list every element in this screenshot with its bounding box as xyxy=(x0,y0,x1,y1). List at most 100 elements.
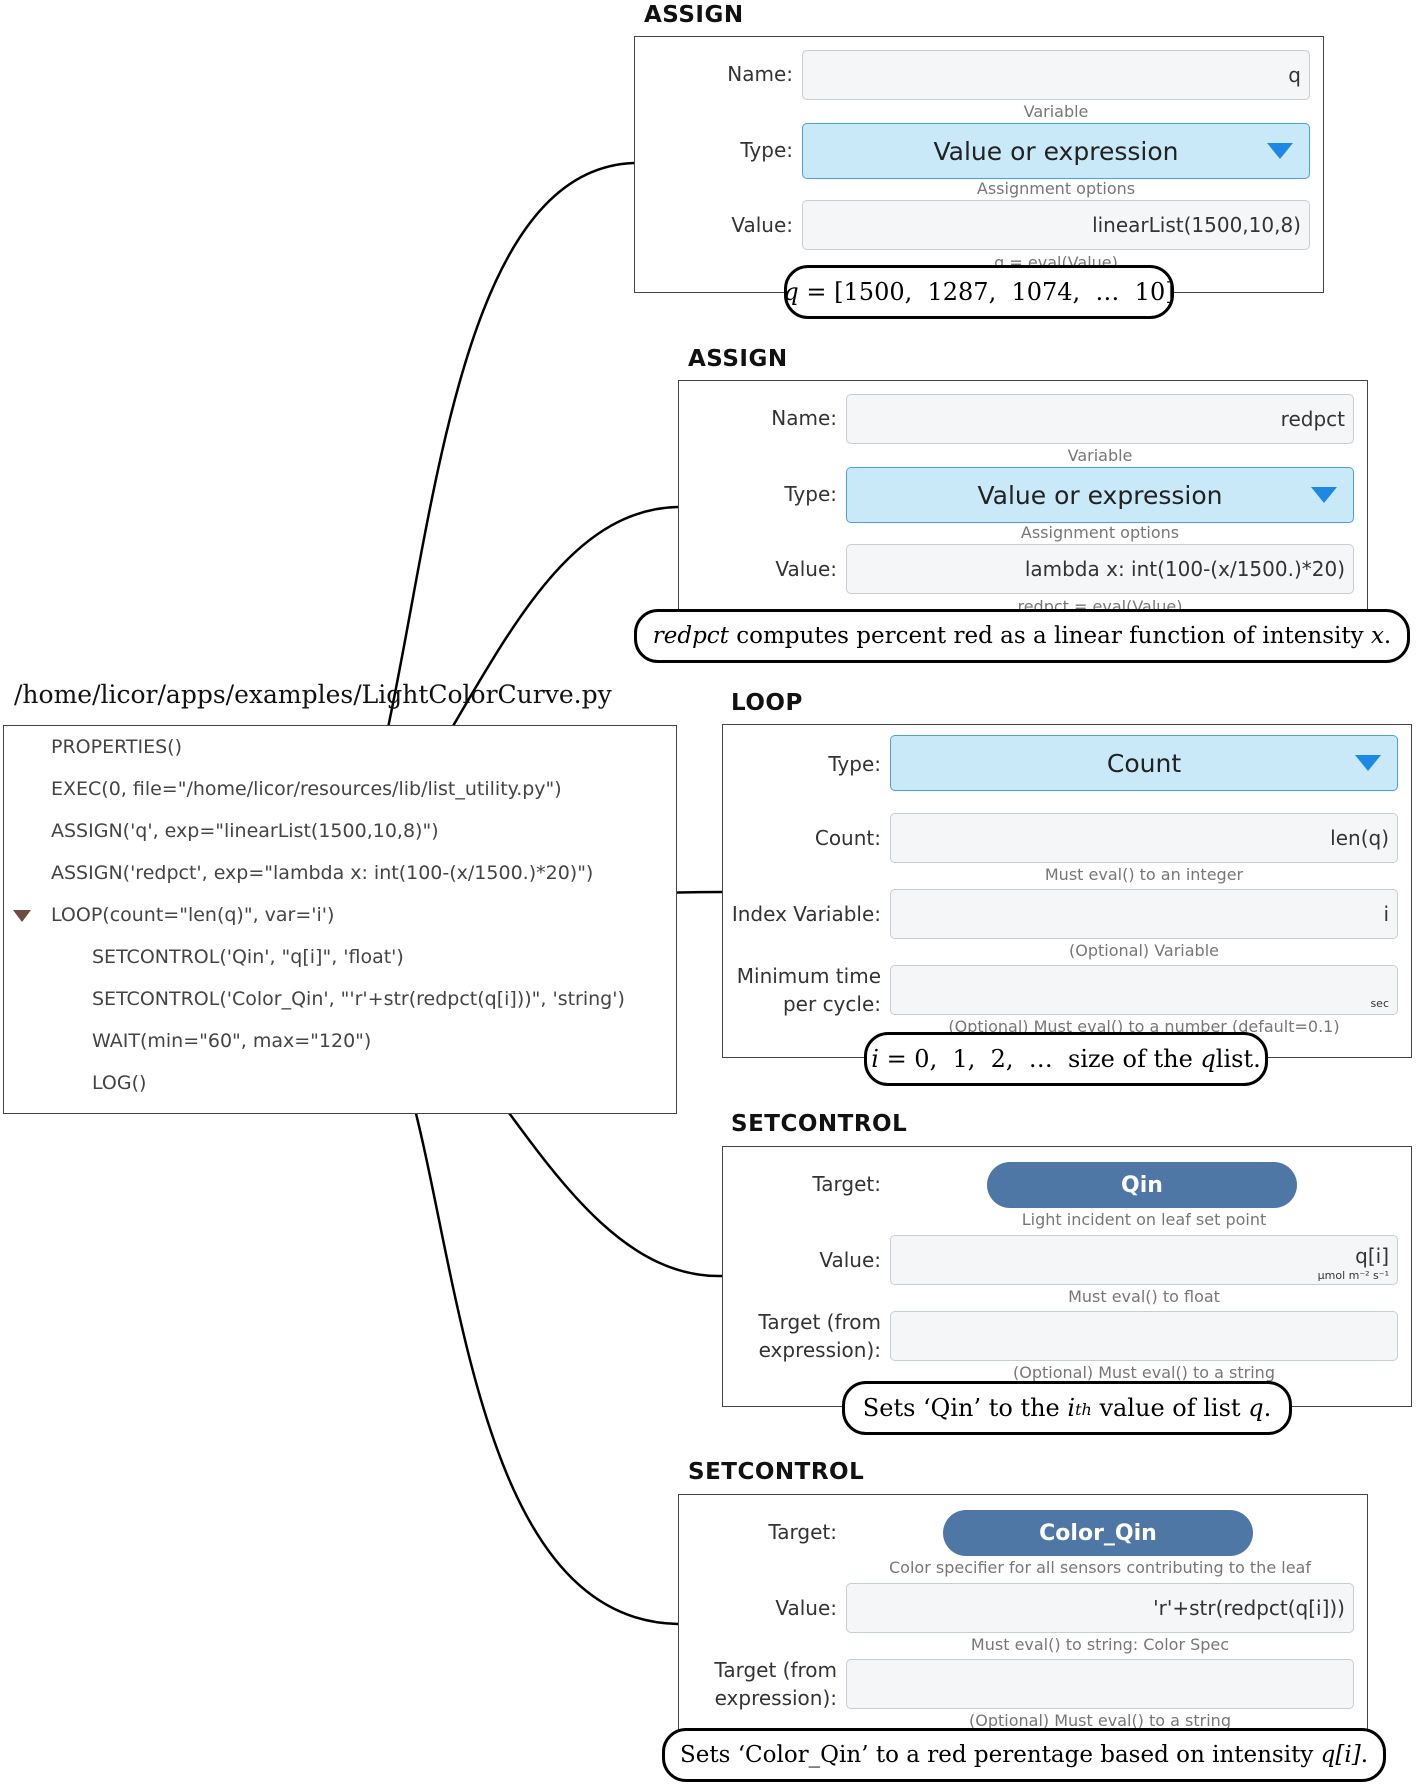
script-line[interactable]: ASSIGN('redpct', exp="lambda x: int(100-… xyxy=(51,862,594,884)
callout-end: . xyxy=(1360,1742,1368,1768)
callout-end: . xyxy=(1263,1394,1272,1422)
assign2-panel: Name: redpct Variable Type: Value or exp… xyxy=(678,380,1368,637)
script-line-loop[interactable]: LOOP(count="len(q)", var='i') xyxy=(51,904,335,926)
loop-title: LOOP xyxy=(731,690,803,716)
target-button[interactable]: Qin xyxy=(987,1162,1297,1208)
index-field[interactable]: i xyxy=(890,889,1398,939)
type-dropdown[interactable]: Value or expression xyxy=(802,123,1310,179)
callout-text: = [1500, 1287, 1074, … 10] xyxy=(798,278,1175,306)
type-dropdown[interactable]: Value or expression xyxy=(846,467,1354,523)
callout-end: . xyxy=(1383,623,1392,649)
type-label: Type: xyxy=(740,138,793,162)
name-field[interactable]: redpct xyxy=(846,394,1354,444)
chevron-down-icon[interactable] xyxy=(1311,487,1337,503)
name-hint: Variable xyxy=(1067,446,1133,465)
assign2-callout: redpct computes percent red as a linear … xyxy=(634,609,1410,663)
target-button[interactable]: Color_Qin xyxy=(943,1510,1253,1556)
callout-text: Sets ‘Color_Qin’ to a red perentage base… xyxy=(680,1742,1321,1768)
target-expression-label-line1: Target (from xyxy=(758,1310,881,1334)
setcontrol2-callout: Sets ‘Color_Qin’ to a red perentage base… xyxy=(662,1728,1386,1782)
value-unit: µmol m⁻² s⁻¹ xyxy=(1317,1269,1389,1282)
callout-end: list. xyxy=(1215,1045,1261,1073)
mintime-field[interactable] xyxy=(890,965,1398,1015)
index-label: Index Variable: xyxy=(731,902,881,926)
count-label: Count: xyxy=(814,826,881,850)
name-hint: Variable xyxy=(1023,102,1089,121)
assign1-callout: q = [1500, 1287, 1074, … 10] xyxy=(783,265,1175,319)
setcontrol2-panel: Target: Color_Qin Color specifier for al… xyxy=(678,1494,1368,1755)
target-expression-field[interactable] xyxy=(846,1659,1354,1709)
callout-text: = 0, 1, 2, … size of the xyxy=(878,1045,1201,1073)
value-field[interactable]: q[i] xyxy=(890,1235,1398,1285)
assign1-title: ASSIGN xyxy=(644,2,744,28)
callout-text-mid: value of list xyxy=(1091,1394,1249,1422)
target-expression-label-line2: expression): xyxy=(758,1338,881,1362)
callout-var-q: q xyxy=(1248,1394,1264,1422)
value-label: Value: xyxy=(775,557,837,581)
count-field[interactable]: len(q) xyxy=(890,813,1398,863)
type-label: Type: xyxy=(784,482,837,506)
target-expression-field[interactable] xyxy=(890,1311,1398,1361)
setcontrol1-title: SETCONTROL xyxy=(731,1111,908,1137)
type-dropdown-value: Value or expression xyxy=(933,136,1179,166)
callout-text: computes percent red as a linear functio… xyxy=(728,623,1371,649)
setcontrol1-panel: Target: Qin Light incident on leaf set p… xyxy=(722,1146,1412,1407)
script-line[interactable]: ASSIGN('q', exp="linearList(1500,10,8)") xyxy=(51,820,439,842)
assign2-title: ASSIGN xyxy=(688,346,788,372)
target-expression-label-line1: Target (from xyxy=(714,1658,837,1682)
callout-var: redpct xyxy=(652,623,729,649)
value-label: Value: xyxy=(731,213,793,237)
chevron-down-icon[interactable] xyxy=(1267,143,1293,159)
target-expression-hint: (Optional) Must eval() to a string xyxy=(969,1711,1231,1730)
target-expression-label-line2: expression): xyxy=(714,1686,837,1710)
value-hint: Must eval() to float xyxy=(1068,1287,1220,1306)
callout-text: Sets ‘Qin’ to the xyxy=(862,1394,1068,1422)
value-field[interactable]: 'r'+str(redpct(q[i])) xyxy=(846,1583,1354,1633)
script-line[interactable]: SETCONTROL('Color_Qin', "'r'+str(redpct(… xyxy=(92,988,625,1010)
script-panel: PROPERTIES() EXEC(0, file="/home/licor/r… xyxy=(3,725,677,1114)
value-hint: Must eval() to string: Color Spec xyxy=(970,1635,1230,1654)
count-hint: Must eval() to an integer xyxy=(1044,865,1244,884)
script-line[interactable]: LOG() xyxy=(92,1072,147,1094)
loop-callout: i = 0, 1, 2, … size of the q list. xyxy=(864,1032,1268,1086)
script-line[interactable]: EXEC(0, file="/home/licor/resources/lib/… xyxy=(51,778,562,800)
value-field[interactable]: linearList(1500,10,8) xyxy=(802,200,1310,250)
target-label: Target: xyxy=(768,1520,837,1544)
callout-var: q[i] xyxy=(1320,1742,1361,1768)
mintime-unit: sec xyxy=(1370,997,1389,1010)
script-line[interactable]: SETCONTROL('Qin', "q[i]", 'float') xyxy=(92,946,404,968)
target-hint: Color specifier for all sensors contribu… xyxy=(889,1558,1311,1577)
value-label: Value: xyxy=(819,1248,881,1272)
script-file-path: /home/licor/apps/examples/LightColorCurv… xyxy=(14,680,612,709)
name-label: Name: xyxy=(727,62,793,86)
type-dropdown-value: Value or expression xyxy=(977,480,1223,510)
callout-var: i xyxy=(871,1045,879,1073)
target-label: Target: xyxy=(812,1172,881,1196)
type-dropdown-value: Count xyxy=(1106,748,1182,778)
type-dropdown[interactable]: Count xyxy=(890,735,1398,791)
assign1-panel: Name: q Variable Type: Value or expressi… xyxy=(634,36,1324,293)
target-hint: Light incident on leaf set point xyxy=(1021,1210,1267,1229)
loop-panel: Type: Count Count: len(q) Must eval() to… xyxy=(722,724,1412,1058)
type-label: Type: xyxy=(828,752,881,776)
callout-sup: th xyxy=(1075,1400,1092,1419)
callout-var-q: q xyxy=(1200,1045,1216,1073)
script-line[interactable]: WAIT(min="60", max="120") xyxy=(92,1030,372,1052)
type-hint: Assignment options xyxy=(1020,523,1180,542)
value-label: Value: xyxy=(775,1596,837,1620)
mintime-hint: (Optional) Must eval() to a number (defa… xyxy=(948,1017,1340,1036)
target-expression-hint: (Optional) Must eval() to a string xyxy=(1013,1363,1275,1382)
chevron-down-icon[interactable] xyxy=(1355,755,1381,771)
mintime-label-line1: Minimum time xyxy=(736,964,881,988)
callout-var-i: i xyxy=(1067,1394,1076,1422)
setcontrol2-title: SETCONTROL xyxy=(688,1459,865,1485)
type-hint: Assignment options xyxy=(976,179,1136,198)
value-field[interactable]: lambda x: int(100-(x/1500.)*20) xyxy=(846,544,1354,594)
name-label: Name: xyxy=(771,406,837,430)
name-field[interactable]: q xyxy=(802,50,1310,100)
callout-var: q xyxy=(783,278,799,306)
expand-triangle-icon[interactable] xyxy=(13,910,31,922)
script-line[interactable]: PROPERTIES() xyxy=(51,736,182,758)
callout-var-x: x xyxy=(1370,623,1384,649)
